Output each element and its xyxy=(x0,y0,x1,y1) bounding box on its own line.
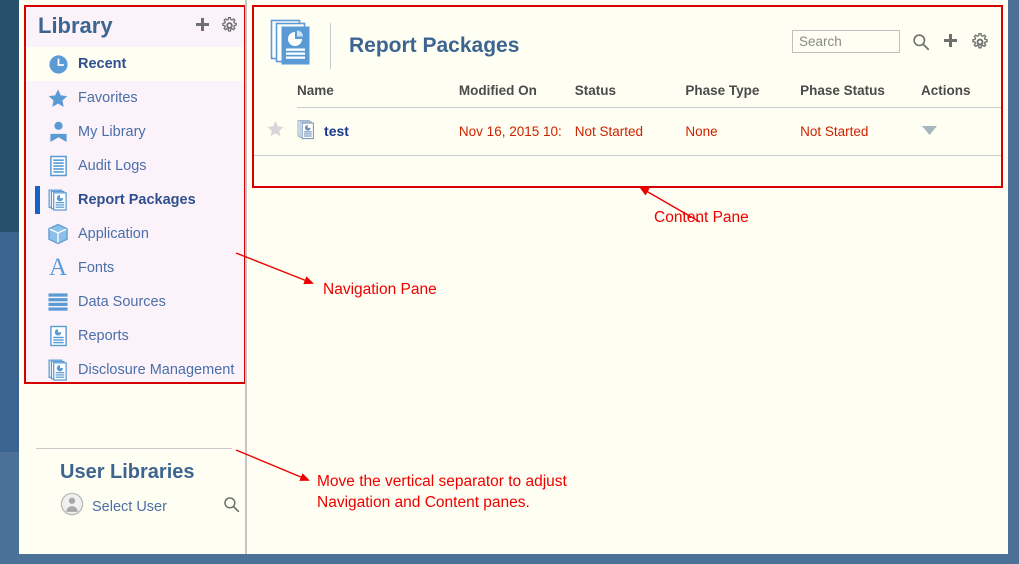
sidebar-item-data-sources[interactable]: Data Sources xyxy=(26,285,244,319)
user-libraries-title: User Libraries xyxy=(60,461,195,483)
sidebar-item-my-library[interactable]: My Library xyxy=(26,115,244,149)
chrome-band-bottom xyxy=(0,452,19,564)
report-icon xyxy=(46,324,70,348)
window-chrome-strip xyxy=(0,0,19,564)
library-panel: Library xyxy=(24,5,246,384)
sidebar-item-reports[interactable]: Reports xyxy=(26,319,244,353)
column-header-phase-type[interactable]: Phase Type xyxy=(685,83,801,108)
gear-icon[interactable] xyxy=(221,17,238,34)
favorite-star-cell[interactable] xyxy=(254,107,298,156)
report-package-icon xyxy=(297,119,316,143)
sidebar-item-disclosure-management[interactable]: Disclosure Management xyxy=(26,353,244,387)
person-icon xyxy=(46,120,70,144)
chevron-down-icon[interactable] xyxy=(921,124,938,139)
sidebar-item-label: Reports xyxy=(78,328,129,344)
report-packages-table: Name Modified On Status Phase Type Phase… xyxy=(254,83,1001,156)
chrome-band-top xyxy=(0,0,19,232)
section-divider xyxy=(36,448,232,449)
column-header-name[interactable]: Name xyxy=(297,83,459,108)
sidebar-item-label: My Library xyxy=(78,124,146,140)
clock-icon xyxy=(46,52,70,76)
content-pane: Report Packages xyxy=(252,5,1003,188)
sidebar-item-label: Audit Logs xyxy=(78,158,147,174)
content-title-group: Report Packages xyxy=(270,19,519,72)
select-user-label: Select User xyxy=(92,498,167,515)
stacked-bars-icon xyxy=(46,290,70,314)
lines-document-icon xyxy=(46,154,70,178)
report-package-icon xyxy=(46,188,70,212)
package-name-link[interactable]: test xyxy=(324,123,349,139)
navigation-pane: Library xyxy=(24,0,250,554)
sidebar-item-application[interactable]: Application xyxy=(26,217,244,251)
column-header-phase-status[interactable]: Phase Status xyxy=(800,83,922,108)
library-header-actions xyxy=(194,17,238,34)
chrome-band-middle xyxy=(0,232,19,452)
table-header: Name Modified On Status Phase Type Phase… xyxy=(254,83,1001,108)
add-icon[interactable] xyxy=(194,17,211,34)
column-header-favorite[interactable] xyxy=(254,83,297,108)
search-input[interactable] xyxy=(792,30,900,53)
user-avatar-icon xyxy=(60,492,84,521)
modified-on-cell: Nov 16, 2015 10: xyxy=(458,107,575,156)
add-icon[interactable] xyxy=(942,33,959,50)
user-libraries-section: User Libraries Select User xyxy=(36,448,246,521)
content-toolbar xyxy=(792,30,989,53)
sidebar-item-label: Report Packages xyxy=(78,192,196,208)
phase-type-cell: None xyxy=(685,107,801,156)
sidebar-item-label: Favorites xyxy=(78,90,138,106)
report-package-icon xyxy=(46,358,70,382)
sidebar-item-label: Fonts xyxy=(78,260,115,276)
search-icon[interactable] xyxy=(223,496,240,518)
vertical-separator[interactable] xyxy=(245,0,247,554)
star-icon xyxy=(46,86,70,110)
actions-cell[interactable] xyxy=(921,107,1001,156)
sidebar-item-label: Data Sources xyxy=(78,294,166,310)
sidebar-item-audit-logs[interactable]: Audit Logs xyxy=(26,149,244,183)
sidebar-item-label: Application xyxy=(78,226,149,242)
window-frame-right xyxy=(1008,0,1019,564)
library-title: Library xyxy=(38,13,113,38)
sidebar-item-fonts[interactable]: A Fonts xyxy=(26,251,244,285)
library-header: Library xyxy=(26,7,244,47)
column-header-actions[interactable]: Actions xyxy=(921,83,1001,108)
cube-icon xyxy=(46,222,70,246)
gear-icon[interactable] xyxy=(971,32,989,51)
title-divider xyxy=(330,22,331,69)
library-nav-list: Recent Favorites xyxy=(26,47,244,387)
sidebar-item-report-packages[interactable]: Report Packages xyxy=(26,183,244,217)
sidebar-item-label: Disclosure Management xyxy=(78,362,235,378)
table-row[interactable]: test Nov 16, 2015 10: Not Started None N… xyxy=(254,107,1001,156)
column-header-status[interactable]: Status xyxy=(574,83,686,108)
sidebar-item-recent[interactable]: Recent xyxy=(26,47,244,81)
search-icon[interactable] xyxy=(912,33,930,51)
select-user-row[interactable]: Select User xyxy=(60,492,246,521)
sidebar-item-label: Recent xyxy=(78,56,127,72)
report-packages-icon xyxy=(270,19,314,72)
name-cell[interactable]: test xyxy=(297,107,459,156)
column-header-modified-on[interactable]: Modified On xyxy=(458,83,575,108)
workspace: Library xyxy=(19,0,1008,554)
sidebar-item-favorites[interactable]: Favorites xyxy=(26,81,244,115)
table-header-row: Name Modified On Status Phase Type Phase… xyxy=(254,83,1001,108)
window-frame-bottom xyxy=(0,554,1019,564)
star-icon[interactable] xyxy=(266,121,285,141)
status-cell: Not Started xyxy=(574,107,686,156)
content-header: Report Packages xyxy=(254,7,1001,83)
page-title: Report Packages xyxy=(349,33,520,57)
letter-a-icon: A xyxy=(48,254,68,281)
table-body: test Nov 16, 2015 10: Not Started None N… xyxy=(254,107,1001,156)
phase-status-cell: Not Started xyxy=(800,107,922,156)
